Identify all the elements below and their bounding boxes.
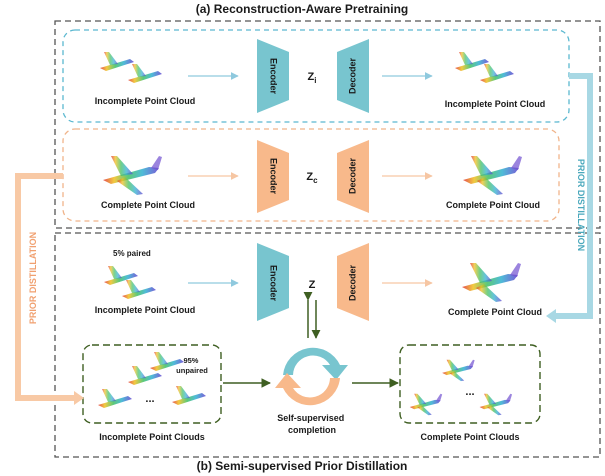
- title-top: (a) Reconstruction-Aware Pretraining: [196, 2, 408, 16]
- title-bottom: (b) Semi-supervised Prior Distillation: [197, 459, 408, 473]
- left-prior-arrowhead: [74, 391, 84, 405]
- incomplete-cloud-input-a: [100, 52, 134, 71]
- self-supervised-cycle-icon: [275, 347, 348, 406]
- incomplete-cloud-output-a-part: [480, 64, 514, 83]
- row1-output-label: Incomplete Point Cloud: [445, 99, 546, 109]
- unpaired-complete-box: [399, 344, 541, 424]
- row1-decoder-block: [337, 39, 369, 113]
- right-prior-arrowhead: [546, 309, 556, 323]
- row1-decoder-label: Decoder: [347, 57, 357, 94]
- unpaired-input-label: Incomplete Point Clouds: [99, 432, 205, 442]
- row1-encoder-block: [257, 39, 289, 113]
- unpaired-complete-cloud-2: [409, 393, 443, 416]
- unpaired-incomplete-cloud-4: [172, 386, 206, 405]
- row2-encoder-block: [257, 140, 289, 213]
- b-latent: Z: [309, 279, 316, 291]
- b-output-label: Complete Point Cloud: [448, 307, 542, 317]
- incomplete-cloud-output-a: [455, 52, 489, 71]
- unpaired-ellipsis-right: ...: [465, 386, 474, 398]
- row2-output-label: Complete Point Cloud: [446, 200, 540, 210]
- row2-latent: Zc: [306, 171, 318, 185]
- row2-input-label: Complete Point Cloud: [101, 200, 195, 210]
- unpaired-incomplete-cloud-3: [98, 389, 132, 408]
- right-prior-distillation-arrow: [556, 73, 593, 319]
- incomplete-cloud-input-a-part: [128, 64, 162, 83]
- cycle-label: Self-supervised completion: [277, 413, 347, 435]
- row2-decoder-label: Decoder: [347, 157, 357, 194]
- right-prior-label: PRIOR DISTILLATION: [576, 159, 586, 251]
- complete-cloud-input: [103, 156, 162, 195]
- paired-incomplete-cloud: [104, 266, 138, 285]
- paired-note: 5% paired: [113, 249, 151, 258]
- distillation-frame: [54, 232, 601, 458]
- unpaired-ellipsis-left: ...: [145, 393, 154, 405]
- pretraining-frame: [54, 20, 601, 229]
- left-prior-label: PRIOR DISTILLATION: [28, 232, 38, 324]
- row1-latent: Zi: [308, 71, 317, 85]
- left-prior-distillation-arrow: [15, 173, 74, 401]
- row1-encoder-label: Encoder: [269, 58, 279, 95]
- paired-incomplete-cloud-part: [122, 280, 156, 299]
- complete-cloud-output: [463, 156, 522, 195]
- b-encoder-label: Encoder: [269, 265, 279, 302]
- row1-input-label: Incomplete Point Cloud: [95, 96, 196, 106]
- b-decoder-label: Decoder: [347, 264, 357, 301]
- unpaired-complete-cloud-3: [479, 393, 513, 416]
- unpaired-output-label: Complete Point Clouds: [421, 432, 520, 442]
- row2-encoder-label: Encoder: [269, 158, 279, 195]
- unpaired-note: 95% unpaired: [176, 356, 208, 375]
- unpaired-complete-cloud-1: [442, 359, 475, 382]
- b-decoder-block: [337, 243, 369, 321]
- unpaired-incomplete-box: [82, 344, 222, 424]
- b-encoder-block: [257, 243, 289, 321]
- row2-decoder-block: [337, 140, 369, 213]
- b-input-label: Incomplete Point Cloud: [95, 305, 196, 315]
- b-complete-cloud-output: [462, 263, 521, 302]
